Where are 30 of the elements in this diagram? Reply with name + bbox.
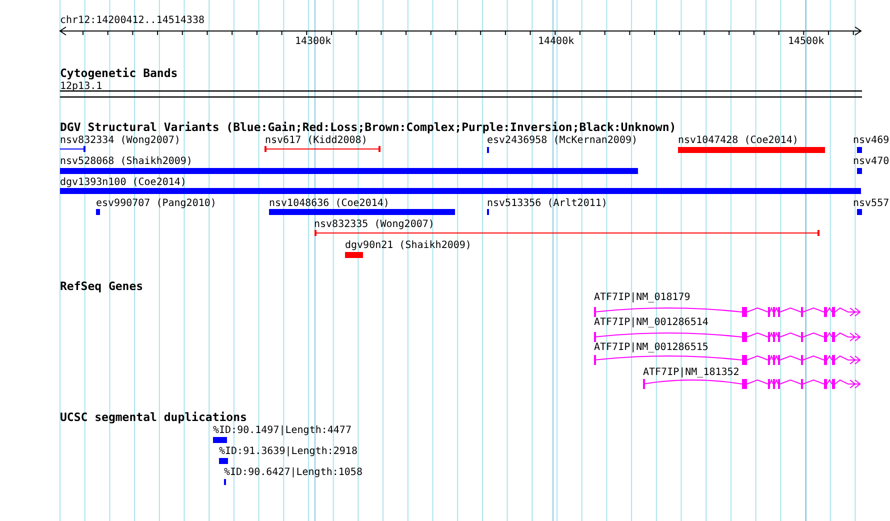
feature-label: nsv528068 (Shaikh2009) [60, 156, 192, 168]
feature-label: dgv1393n100 (Coe2014) [60, 177, 186, 189]
tick-label: 14300k [295, 36, 332, 48]
feature-label: nsv617 (Kidd2008) [265, 135, 368, 147]
track-title: RefSeq Genes [60, 280, 144, 293]
tick-label: 14500k [788, 36, 824, 48]
feature-label: nsv832334 (Wong2007) [60, 135, 180, 147]
feature-label: nsv832335 (Wong2007) [314, 219, 434, 231]
feature-label: %ID:91.3639|Length:2918 [219, 446, 358, 458]
feature-label: %ID:90.1497|Length:4477 [213, 425, 352, 437]
feature-label: esv2436958 (McKernan2009) [487, 135, 638, 147]
track-title: DGV Structural Variants (Blue:Gain;Red:Loss;Brown:Complex;Purple:Inversion;Black:Unknown) [60, 121, 676, 134]
feature-label: nsv557 [853, 198, 890, 210]
band-label: 12p13.1 [60, 81, 102, 93]
feature-label: ATF7IP|NM_018179 [594, 292, 690, 304]
feature-label: nsv1048636 (Coe2014) [269, 198, 390, 210]
feature-label: ATF7IP|NM_001286514 [594, 317, 708, 329]
tick-label: 14400k [538, 36, 574, 48]
track-title: Cytogenetic Bands [60, 67, 178, 80]
feature-label: nsv1047428 (Coe2014) [678, 135, 798, 147]
feature-label: %ID:90.6427|Length:1058 [224, 467, 362, 479]
feature-label: esv990707 (Pang2010) [96, 198, 216, 210]
feature-label: ATF7IP|NM_181352 [643, 367, 740, 379]
feature-label: nsv513356 (Arlt2011) [487, 198, 608, 210]
feature-label: nsv470 [853, 156, 890, 168]
feature-label: dgv90n21 (Shaikh2009) [345, 240, 472, 252]
track-title: UCSC segmental duplications [60, 411, 247, 424]
feature-label: ATF7IP|NM_001286515 [594, 342, 708, 354]
axis-label: chr12:14200412..14514338 [60, 15, 204, 27]
feature-label: nsv469 [853, 135, 890, 147]
